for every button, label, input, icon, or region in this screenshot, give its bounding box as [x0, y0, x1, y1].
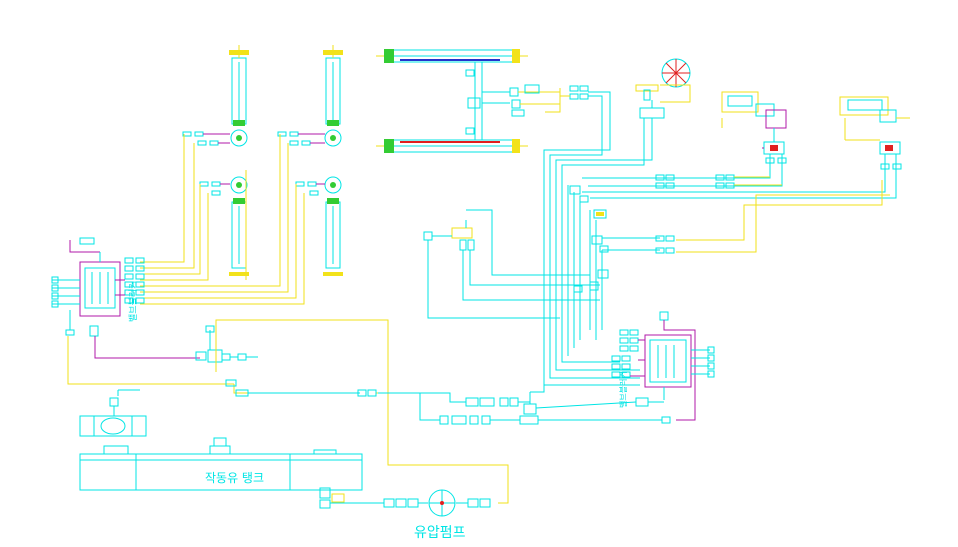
cylinder-top-left-1: [229, 45, 249, 126]
actuator-right-1: [721, 91, 787, 176]
cylinder-top-left-2: [323, 45, 343, 126]
cylinder-mid-left-2: [323, 198, 343, 276]
fittings-right-pipes: [655, 174, 735, 254]
rotary-valve-group: [230, 129, 342, 194]
cyan-pipes-center: [543, 91, 897, 386]
manifold-right-label: 밸브블러커: [618, 371, 628, 408]
fittings-upper-left: [182, 131, 319, 196]
yellow-pipes-left: [140, 134, 305, 305]
filter-unit: [79, 389, 147, 437]
manifold-left-label: 밸브블러커: [128, 281, 139, 322]
magenta-links-upper: [203, 133, 325, 185]
yellow-pipes-right: [676, 176, 890, 253]
rotary-actuator: [635, 58, 691, 119]
left-valve-manifold: [51, 237, 145, 337]
pump-symbol: [428, 489, 456, 517]
center-h-frame: [465, 62, 589, 140]
pump-line: [319, 487, 491, 509]
hydraulic-oil-tank: [79, 437, 363, 491]
cylinder-horizontal-bottom: [376, 139, 528, 153]
magenta-link-bottom-left: [94, 336, 200, 359]
center-column-valves: [569, 185, 609, 293]
tank-label: 작동유 탱크: [205, 471, 264, 485]
cyan-fitting-row-mid: [225, 379, 377, 397]
yellow-return-lines: [67, 319, 509, 504]
pump-label: 유압펌프: [414, 525, 466, 541]
cylinder-horizontal-top: [376, 49, 528, 63]
center-valve-row: [195, 325, 258, 372]
lower-return-pipes: [378, 385, 662, 425]
pilot-valve: [423, 209, 600, 319]
actuator-right-2: [839, 96, 910, 176]
